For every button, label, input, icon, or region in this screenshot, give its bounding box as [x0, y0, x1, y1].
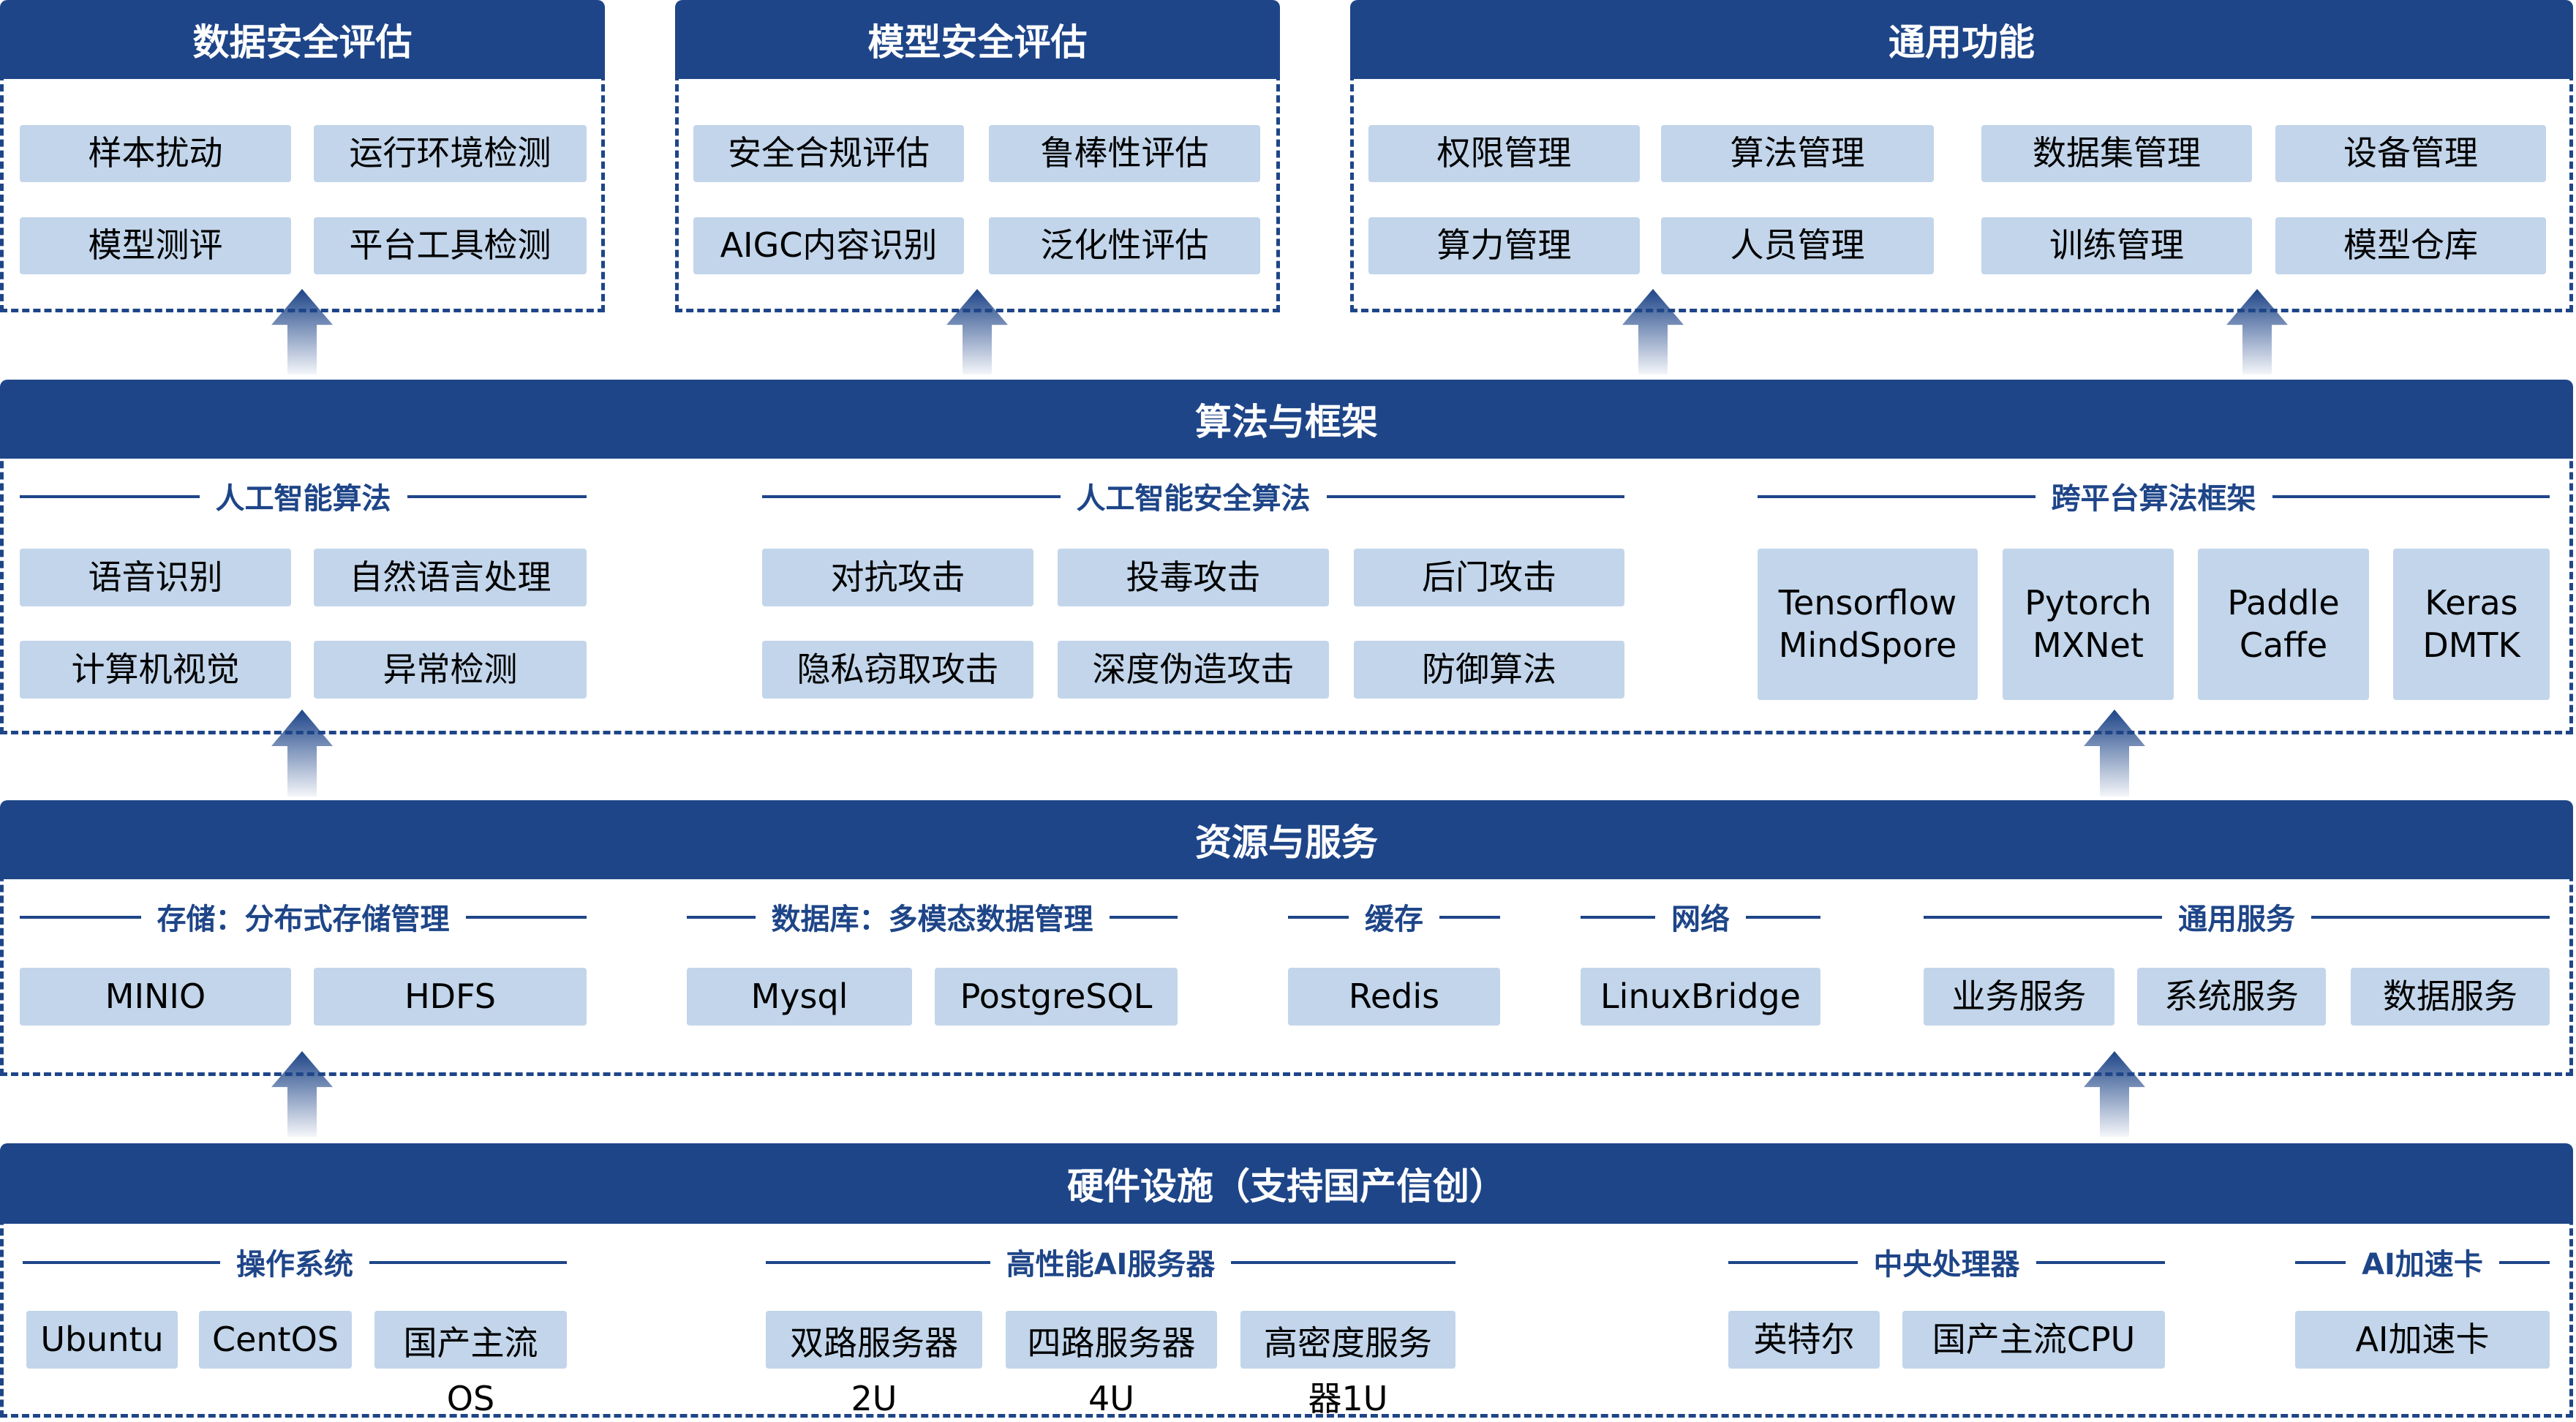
panel-top-1: [675, 73, 1280, 312]
item-box: 系统服务: [2137, 968, 2326, 1026]
group-title: 人工智能安全算法: [1060, 475, 1327, 517]
group-title: 人工智能算法: [199, 475, 407, 517]
panel-header: 资源与服务: [0, 800, 2573, 879]
group-title: 数据库：多模态数据管理: [755, 895, 1110, 938]
group-title: AI加速卡: [2346, 1241, 2499, 1283]
item-box: HDFS: [314, 968, 587, 1026]
item-box: Paddle Caffe: [2198, 549, 2369, 700]
item-box: 人员管理: [1661, 217, 1934, 274]
item-box: PostgreSQL: [935, 968, 1178, 1026]
item-box: 安全合规评估: [693, 125, 964, 182]
panel-algo: [0, 439, 2573, 734]
group-title: 存储：分布式存储管理: [140, 895, 466, 938]
up-arrow-icon: [946, 289, 1008, 375]
group-hardware-1: 高性能AI服务器: [766, 1240, 1455, 1284]
item-box: 隐私窃取攻击: [762, 641, 1033, 699]
panel-header: 算法与框架: [0, 380, 2573, 459]
group-resources-3: 网络: [1581, 895, 1820, 938]
item-box: AI加速卡: [2295, 1311, 2550, 1369]
item-box: Tensorflow MindSpore: [1758, 549, 1978, 700]
group-frameworks: 跨平台算法框架: [1758, 474, 2550, 518]
group-title: 操作系统: [220, 1241, 369, 1283]
item-box: Ubuntu: [26, 1311, 178, 1369]
item-box: 业务服务: [1924, 968, 2114, 1026]
item-box: 对抗攻击: [762, 549, 1033, 606]
item-box: 数据服务: [2351, 968, 2550, 1026]
panel-top-0: [0, 73, 605, 312]
item-box: 自然语言处理: [314, 549, 587, 606]
panel-top-2: [1350, 73, 2573, 312]
up-arrow-icon: [271, 289, 333, 375]
group-title: 高性能AI服务器: [990, 1241, 1232, 1283]
item-box: AIGC内容识别: [693, 217, 964, 274]
item-box: 模型测评: [20, 217, 291, 274]
item-box: LinuxBridge: [1581, 968, 1820, 1026]
item-box: 英特尔: [1728, 1311, 1880, 1369]
group-title: 通用服务: [2162, 895, 2311, 938]
item-box: 模型仓库: [2275, 217, 2546, 274]
item-box: Keras DMTK: [2393, 549, 2550, 700]
group-ai-algorithms: 人工智能算法: [20, 474, 587, 518]
panel-header: 硬件设施（支持国产信创）: [0, 1143, 2573, 1224]
item-box: 平台工具检测: [314, 217, 587, 274]
item-box: Mysql: [687, 968, 912, 1026]
panel-header: 通用功能: [1350, 0, 2573, 79]
up-arrow-icon: [2084, 1051, 2145, 1137]
item-box: 投毒攻击: [1058, 549, 1329, 606]
panel-header: 模型安全评估: [675, 0, 1280, 79]
item-box: 算法管理: [1661, 125, 1934, 182]
item-box: CentOS: [199, 1311, 352, 1369]
group-title: 缓存: [1349, 895, 1439, 938]
group-hardware-2: 中央处理器: [1728, 1240, 2165, 1284]
item-box: 设备管理: [2275, 125, 2546, 182]
panel-resources: [0, 863, 2573, 1076]
group-resources-4: 通用服务: [1924, 895, 2550, 938]
item-box: 四路服务器4U: [1006, 1311, 1217, 1418]
item-box: 泛化性评估: [989, 217, 1260, 274]
item-box: 鲁棒性评估: [989, 125, 1260, 182]
group-resources-0: 存储：分布式存储管理: [20, 895, 587, 938]
item-box: 后门攻击: [1354, 549, 1624, 606]
up-arrow-icon: [271, 1051, 333, 1137]
group-resources-1: 数据库：多模态数据管理: [687, 895, 1178, 938]
item-box: Pytorch MXNet: [2003, 549, 2174, 700]
item-box: 算力管理: [1368, 217, 1640, 274]
item-box: 异常检测: [314, 641, 587, 699]
item-box: Redis: [1288, 968, 1500, 1026]
item-box: 深度伪造攻击: [1058, 641, 1329, 699]
item-box: MINIO: [20, 968, 291, 1026]
up-arrow-icon: [2084, 710, 2145, 797]
item-box: 权限管理: [1368, 125, 1640, 182]
item-box: 国产主流OS: [374, 1311, 567, 1418]
item-box: 训练管理: [1981, 217, 2252, 274]
group-hardware-3: AI加速卡: [2295, 1240, 2550, 1284]
group-resources-2: 缓存: [1288, 895, 1500, 938]
item-box: 防御算法: [1354, 641, 1624, 699]
up-arrow-icon: [2226, 289, 2288, 375]
item-box: 高密度服务器1U: [1240, 1311, 1455, 1418]
item-box: 双路服务器2U: [766, 1311, 982, 1418]
group-ai-security-algorithms: 人工智能安全算法: [762, 474, 1624, 518]
item-box: 运行环境检测: [314, 125, 587, 182]
item-box: 语音识别: [20, 549, 291, 606]
up-arrow-icon: [1622, 289, 1684, 375]
group-title: 跨平台算法框架: [2035, 475, 2272, 517]
item-box: 计算机视觉: [20, 641, 291, 699]
item-box: 数据集管理: [1981, 125, 2252, 182]
panel-header: 数据安全评估: [0, 0, 605, 79]
item-box: 样本扰动: [20, 125, 291, 182]
group-hardware-0: 操作系统: [23, 1240, 567, 1284]
up-arrow-icon: [271, 710, 333, 797]
panel-hardware: [0, 1207, 2573, 1418]
group-title: 网络: [1655, 895, 1746, 938]
group-title: 中央处理器: [1857, 1241, 2036, 1283]
item-box: 国产主流CPU: [1902, 1311, 2165, 1369]
